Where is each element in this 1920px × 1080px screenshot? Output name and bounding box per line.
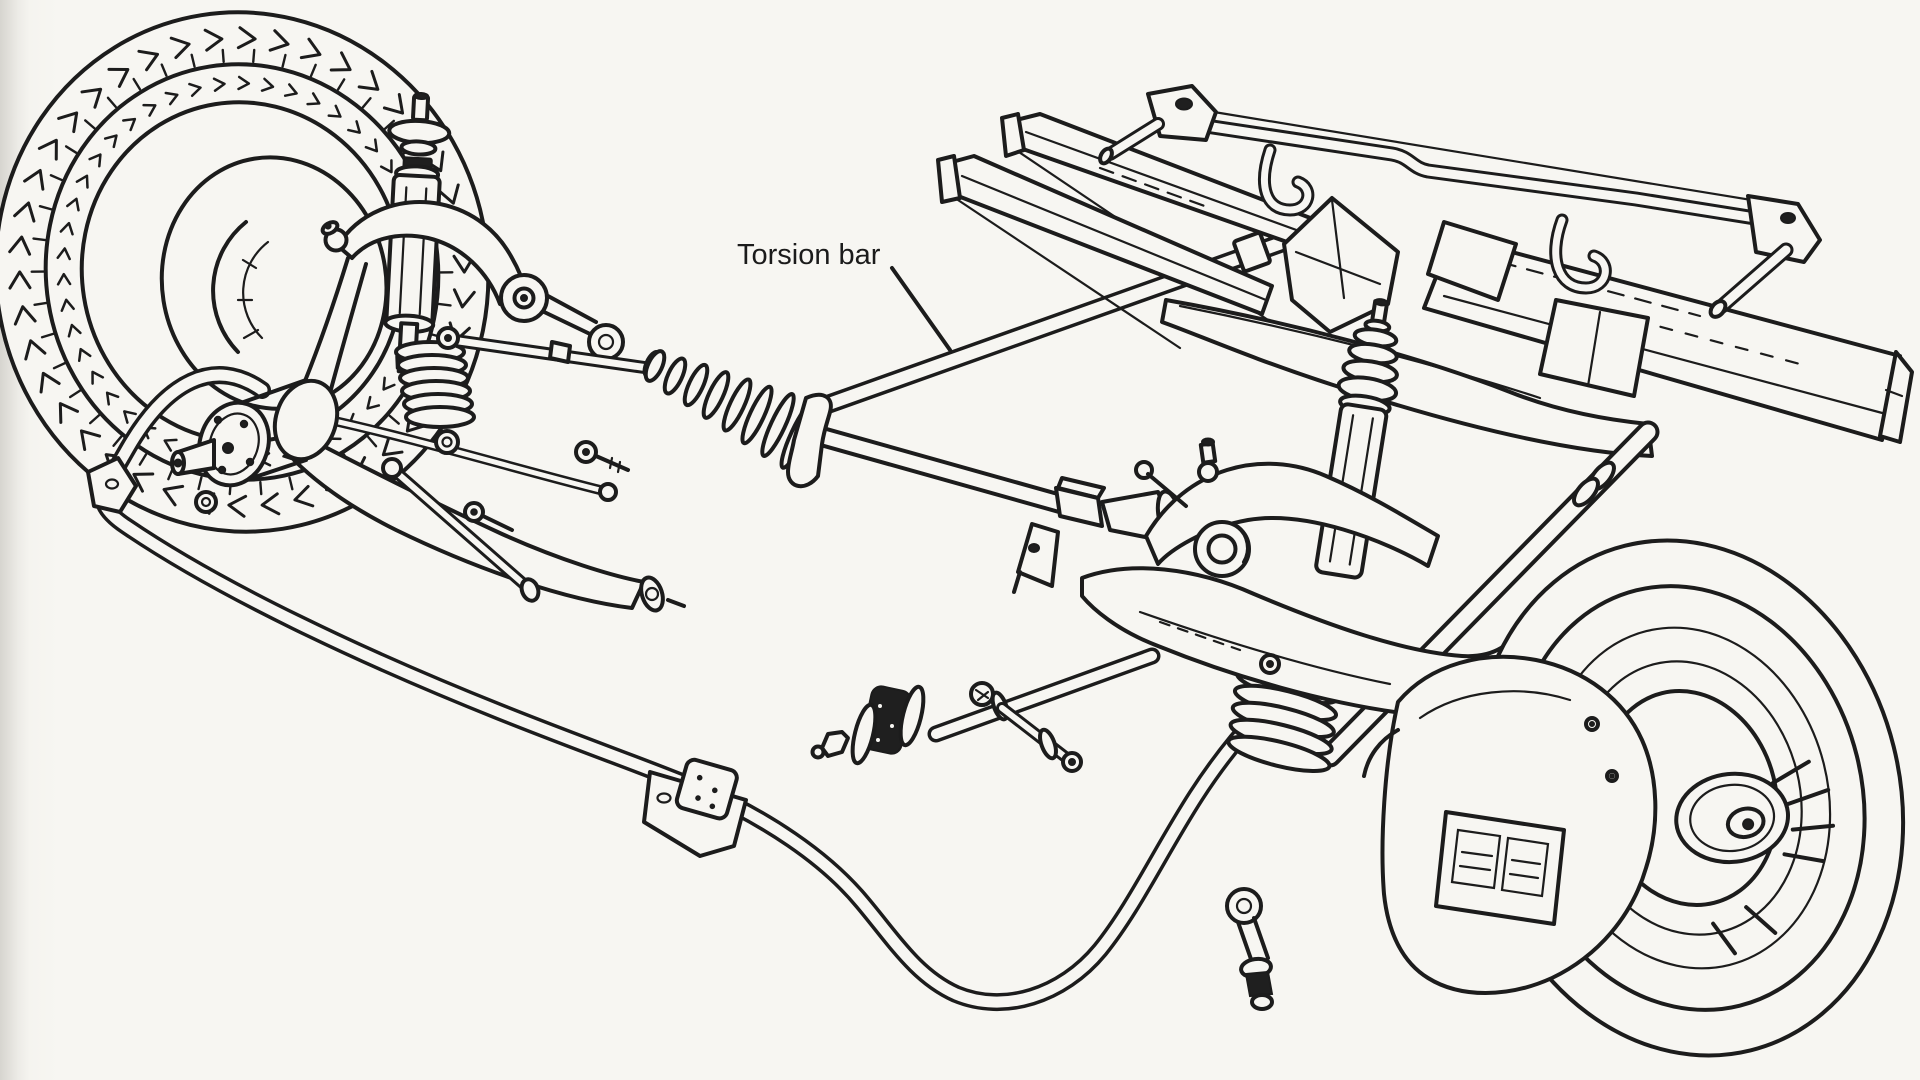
sway-bar-link	[969, 681, 1083, 773]
shock-absorber-right	[1314, 298, 1399, 580]
strut-rod-bushing	[810, 684, 926, 766]
upper-control-arm-right	[1134, 437, 1440, 578]
wide-crossmember	[1422, 220, 1914, 444]
brake-drum-left	[211, 220, 270, 354]
frame-fin-bracket	[1538, 298, 1650, 398]
torsion-bar-callout: Torsion bar	[737, 239, 952, 352]
torsion-bar-leader-line	[890, 266, 952, 352]
anchor-mount-tab	[1016, 522, 1060, 588]
strut-rod-right	[927, 647, 1161, 743]
wheel-studs	[1770, 759, 1836, 864]
tie-rod	[436, 326, 655, 375]
brake-caliper	[1362, 654, 1658, 995]
ball-joint-left	[320, 220, 349, 253]
wheel-hub-left	[170, 378, 340, 514]
crossmember-fin	[1426, 220, 1518, 302]
loose-bolt	[574, 440, 630, 474]
coil-boot-left	[394, 340, 476, 455]
sway-bar-end-bracket	[86, 456, 138, 514]
strut-rod-linkage	[1098, 84, 1822, 319]
boot-clamp	[786, 392, 833, 488]
frame-rail-front	[936, 154, 1274, 350]
wheel-hub-right	[1674, 759, 1836, 956]
ball-joint-right	[1197, 437, 1219, 483]
tire	[0, 10, 491, 534]
caliper-window	[1434, 810, 1566, 926]
torsion-bar-label: Torsion bar	[737, 239, 881, 271]
upper-control-arm-left	[320, 200, 625, 361]
sway-bar-bracket	[642, 757, 748, 858]
sway-bar-end-link	[1225, 887, 1274, 1011]
loose-bolt	[463, 501, 514, 532]
